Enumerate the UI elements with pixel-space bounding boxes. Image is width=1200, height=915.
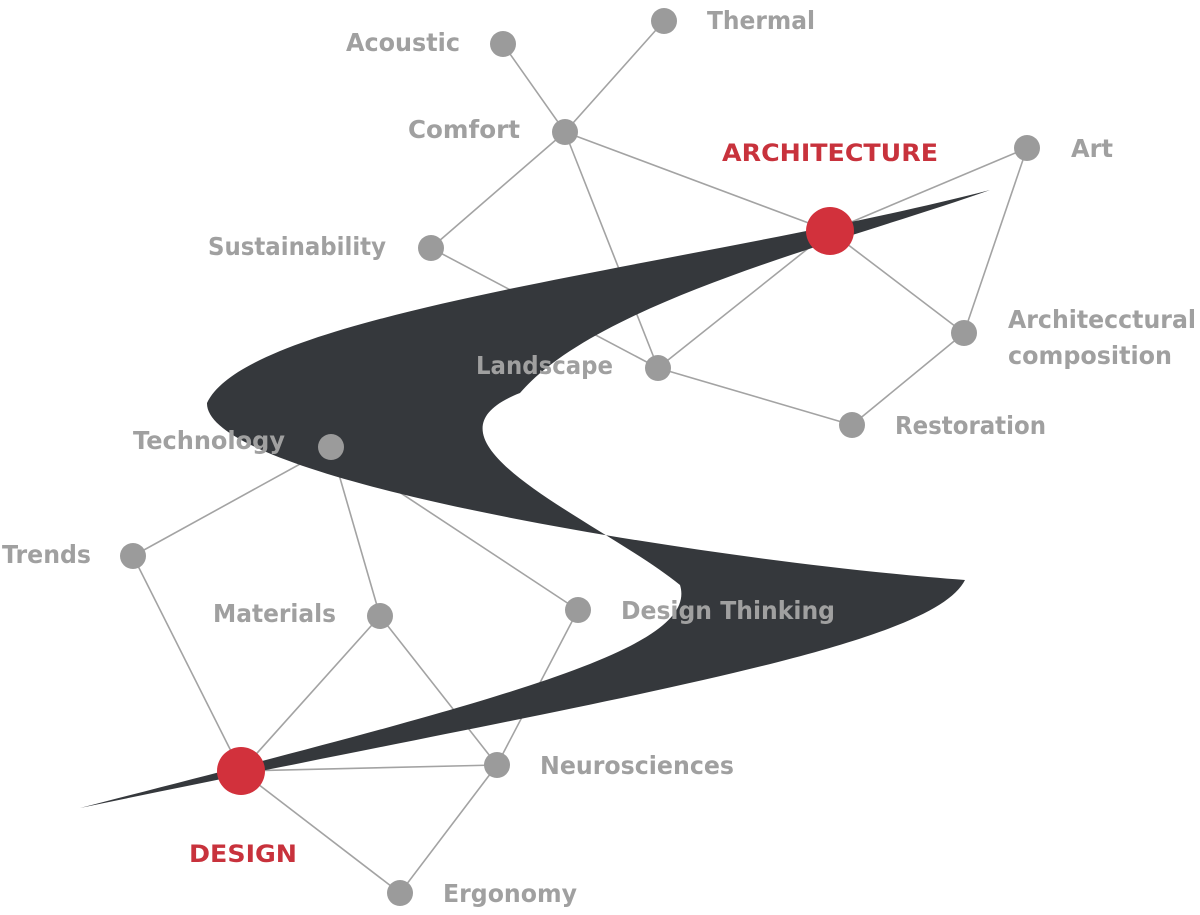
- edge-trends-design: [132, 555, 242, 772]
- label-materials: Materials: [213, 599, 336, 628]
- label-thermal: Thermal: [707, 6, 815, 35]
- label-landscape: Landscape: [476, 351, 613, 380]
- label-architectural-composition-line1: Architecctural: [1008, 305, 1196, 334]
- node-sustainability: [418, 235, 444, 261]
- label-trends: Trends: [2, 540, 91, 569]
- edge-architecture-composition: [829, 230, 965, 334]
- edge-neurosciences-ergonomy: [399, 764, 498, 894]
- node-restoration: [839, 412, 865, 438]
- edge-comfort-landscape: [564, 131, 659, 369]
- node-design-thinking: [565, 597, 591, 623]
- node-materials: [367, 603, 393, 629]
- edge-architecture-landscape: [657, 230, 831, 369]
- label-design: DESIGN: [189, 840, 297, 868]
- s-curve-ribbon: [80, 190, 990, 808]
- label-architectural-composition-line2: composition: [1008, 341, 1172, 370]
- edge-materials-design: [240, 615, 381, 772]
- node-trends: [120, 543, 146, 569]
- network-nodes: [120, 8, 1040, 906]
- node-thermal: [651, 8, 677, 34]
- label-technology: Technology: [133, 426, 285, 455]
- label-design-thinking: Design Thinking: [621, 596, 835, 625]
- edge-art-composition: [963, 147, 1028, 334]
- label-neurosciences: Neurosciences: [540, 751, 734, 780]
- edge-architecture-art: [829, 147, 1028, 232]
- hub-design: [217, 747, 265, 795]
- label-sustainability: Sustainability: [208, 232, 386, 261]
- label-architecture: ARCHITECTURE: [722, 139, 938, 167]
- edge-landscape-restoration: [657, 367, 853, 426]
- edge-acoustic-comfort: [502, 43, 566, 133]
- edge-thermal-comfort: [564, 20, 665, 133]
- node-ergonomy: [387, 880, 413, 906]
- edge-comfort-sustainability: [430, 131, 566, 249]
- edge-composition-restoration: [851, 332, 965, 426]
- node-acoustic: [490, 31, 516, 57]
- node-architectural-composition: [951, 320, 977, 346]
- edge-materials-neurosciences: [379, 615, 498, 766]
- edge-design-ergonomy: [240, 770, 401, 894]
- node-neurosciences: [484, 752, 510, 778]
- label-art: Art: [1071, 134, 1113, 163]
- node-art: [1014, 135, 1040, 161]
- edge-design-neurosciences: [240, 764, 498, 772]
- label-acoustic: Acoustic: [346, 28, 460, 57]
- edge-technology-trends: [132, 446, 332, 557]
- label-restoration: Restoration: [895, 411, 1046, 440]
- node-landscape: [645, 355, 671, 381]
- node-technology: [318, 434, 344, 460]
- edge-comfort-architecture: [564, 131, 831, 232]
- hub-architecture: [806, 207, 854, 255]
- node-comfort: [552, 119, 578, 145]
- label-comfort: Comfort: [408, 115, 520, 144]
- network-labels: Thermal Acoustic Comfort ARCHITECTURE Ar…: [2, 6, 1196, 908]
- label-ergonomy: Ergonomy: [443, 879, 577, 908]
